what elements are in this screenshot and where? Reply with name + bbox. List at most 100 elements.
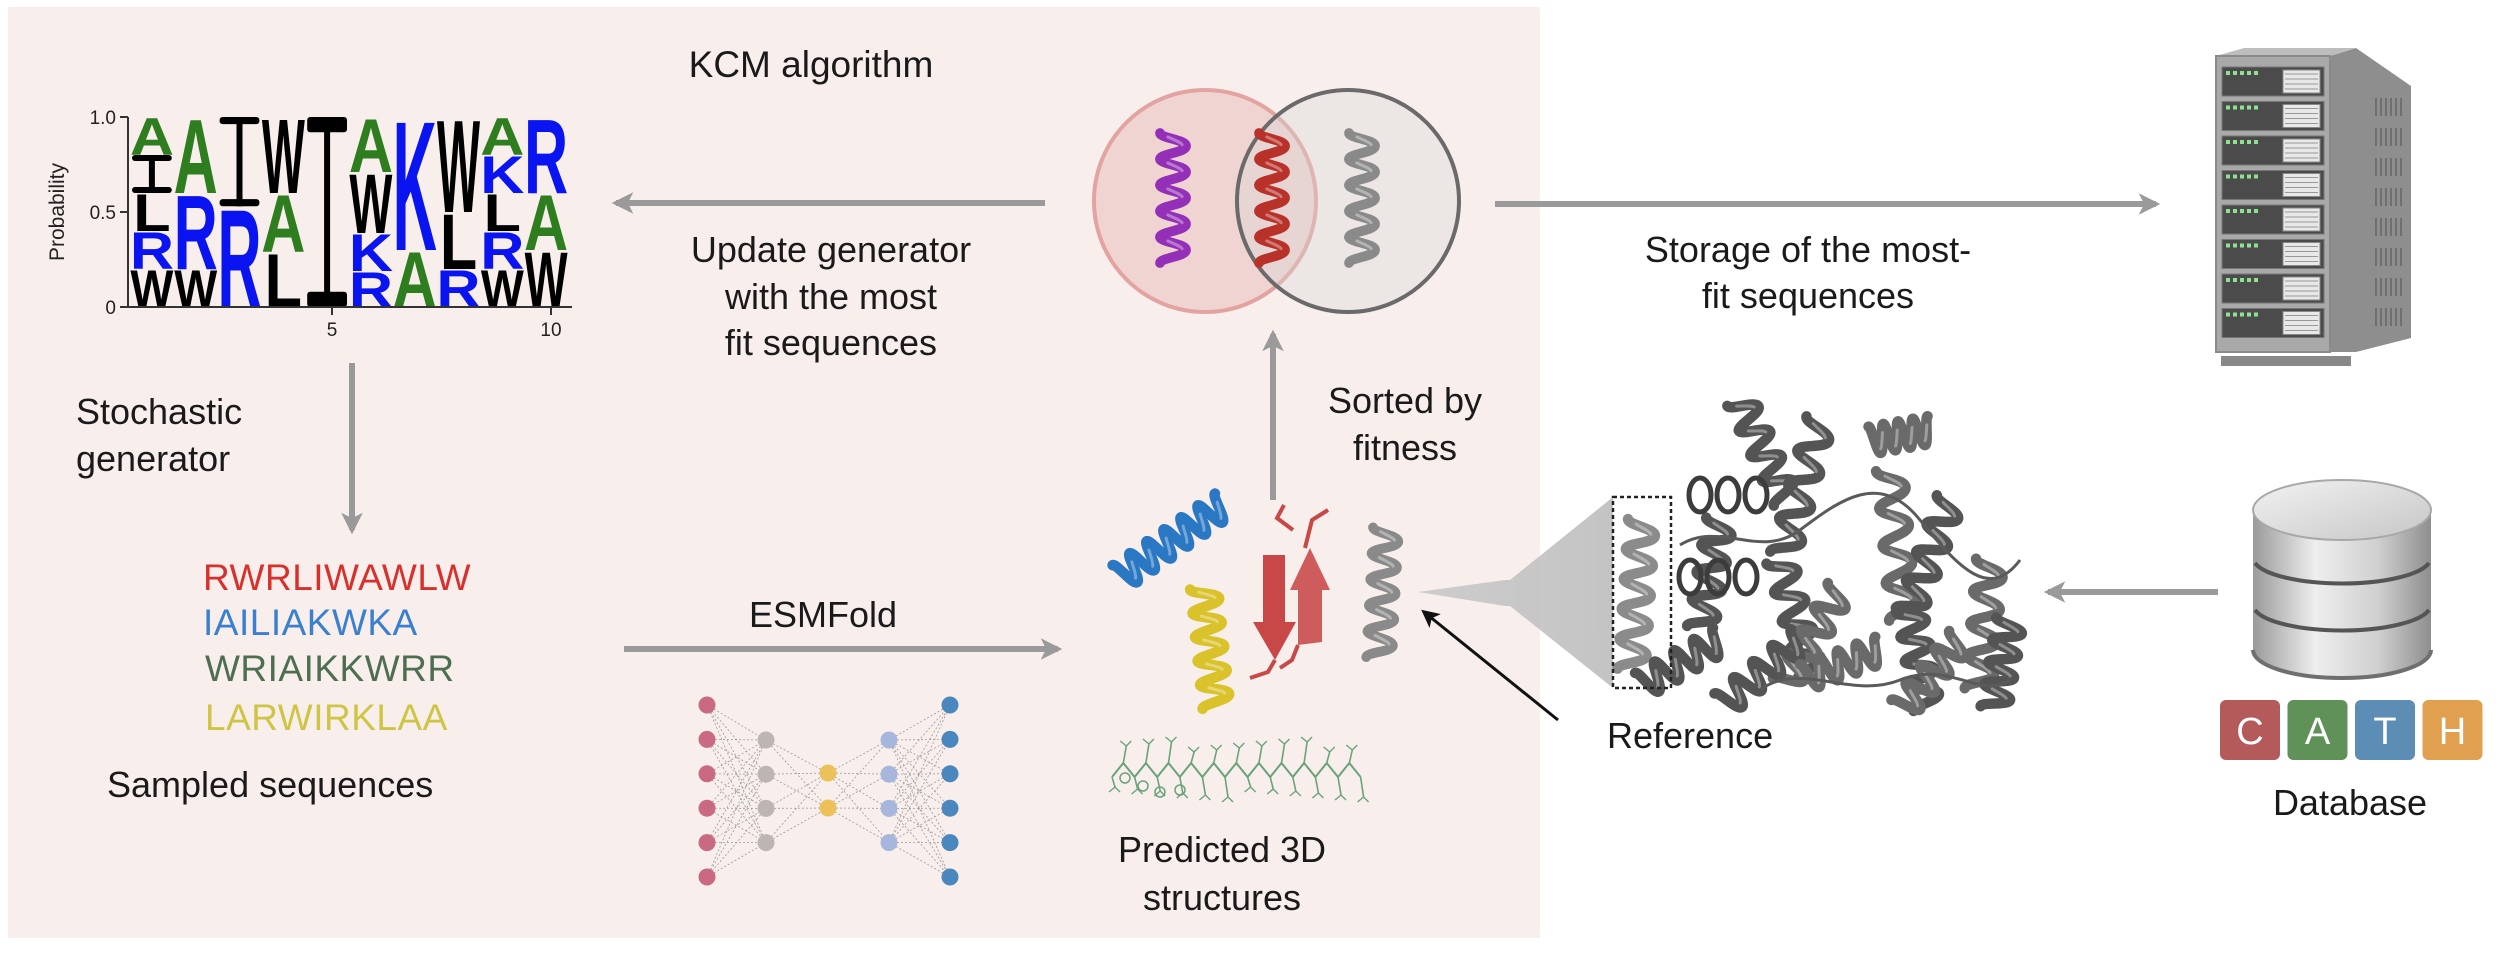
reference-helix [1886, 625, 1970, 716]
network-node [880, 799, 898, 817]
logo-ylabel: Probability [46, 162, 69, 261]
network-nodes [698, 696, 959, 886]
side-chain [1133, 776, 1139, 790]
status-led [2247, 105, 2251, 110]
logo-letter: K [480, 146, 524, 205]
network-edge [888, 808, 951, 878]
network-node [757, 731, 775, 749]
gray-helix [1344, 128, 1380, 268]
reference-selection-box [1611, 495, 1673, 690]
network-edge [706, 739, 767, 775]
side-chain [1212, 749, 1218, 764]
cath-tile-h: H [2422, 700, 2483, 760]
status-led [2247, 174, 2251, 179]
logo-letter: A [393, 235, 437, 323]
logo-letter: W [262, 98, 305, 216]
reference-helix [1975, 612, 2028, 712]
network-edge [888, 704, 951, 809]
logo-letter: W [130, 260, 173, 319]
server-rack-units [2221, 66, 2325, 338]
side-chain [1122, 745, 1128, 764]
reference-label: Reference [1607, 715, 1773, 756]
update-generator-line2: with the most [724, 276, 937, 317]
network-node [941, 799, 959, 817]
sequence-item: IAILIAKWKA [203, 602, 418, 643]
stochastic-generator-line2: generator [76, 438, 230, 479]
sequence-item: LARWIRKLAA [205, 697, 448, 738]
logo-letter: A [524, 178, 568, 266]
status-led [2240, 243, 2244, 248]
network-node [819, 764, 837, 782]
status-led [2254, 312, 2258, 317]
rack-unit [2221, 66, 2325, 97]
server-vents [2375, 98, 2402, 326]
status-led [2226, 243, 2230, 248]
side-chain [1246, 776, 1252, 788]
side-chain [1325, 751, 1331, 764]
status-led [2247, 312, 2251, 317]
status-led [2233, 71, 2237, 75]
peptide-stick-model [1108, 736, 1370, 803]
network-edge [888, 739, 951, 809]
network-edge [827, 739, 890, 774]
side-chain [1235, 747, 1241, 764]
reference-helix [1890, 489, 1964, 614]
rack-unit [2221, 204, 2325, 235]
reference-helix [1629, 622, 1724, 697]
status-led [2240, 140, 2244, 144]
side-chain [1292, 776, 1297, 792]
side-chain [1337, 776, 1342, 796]
network-edge [706, 739, 767, 878]
network-edge [706, 842, 767, 878]
network-node [698, 696, 716, 714]
status-led [2247, 278, 2251, 282]
ytick-label-05: 0.5 [90, 203, 116, 224]
rack-unit [2221, 101, 2325, 131]
network-node [698, 799, 716, 817]
beta-strand-up [1278, 508, 1330, 670]
logo-letter: A [349, 102, 393, 188]
beta-strand-down [1249, 504, 1296, 680]
logo-letter: L [440, 197, 477, 285]
logo-letter: L [133, 184, 170, 243]
rack-unit [2221, 273, 2325, 304]
logo-letter: R [436, 260, 480, 319]
beta-strands [1249, 504, 1330, 680]
rack-unit [2221, 239, 2325, 269]
network-node [757, 765, 775, 783]
side-chain [1269, 776, 1274, 790]
logo-letter: K [393, 84, 437, 291]
network-edge [706, 739, 767, 775]
network-node [757, 799, 775, 817]
status-led [2233, 312, 2237, 317]
helix-end-view [1704, 557, 1732, 597]
logo-letter-I [132, 155, 172, 193]
network-edge [765, 739, 829, 809]
logo-letter: W [174, 260, 217, 319]
reference-helix [1764, 411, 1835, 557]
rack-unit [2221, 135, 2325, 166]
network-node [880, 731, 898, 749]
network-node [941, 696, 959, 714]
side-chain [1224, 776, 1229, 798]
stochastic-generator-line1: Stochastic [76, 391, 242, 432]
rack-unit [2221, 170, 2325, 200]
side-chain [1314, 776, 1320, 794]
purple-helix [1155, 128, 1191, 268]
update-generator-line1: Update generator [691, 229, 971, 270]
status-led [2247, 140, 2251, 144]
network-edge [888, 704, 951, 843]
neural-network-icon [698, 696, 959, 886]
venn-circle-reference [1235, 88, 1461, 314]
network-node [941, 730, 959, 748]
network-edge [706, 773, 767, 843]
logo-letter: A [130, 108, 174, 167]
sequence-item: WRIAIKKWRR [205, 648, 455, 689]
predicted-helices [1107, 488, 1404, 715]
cath-tile-letter: H [2439, 711, 2466, 753]
side-chain [1156, 776, 1161, 792]
network-node [698, 730, 716, 748]
network-edge [706, 808, 767, 843]
logo-letter: A [480, 108, 524, 167]
